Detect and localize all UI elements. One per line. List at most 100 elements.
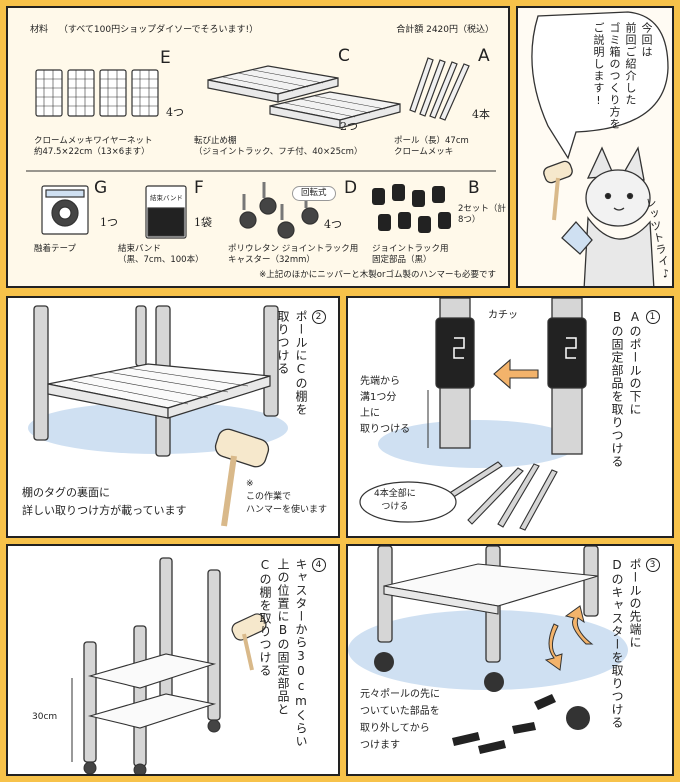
casters-illustration [239, 182, 319, 239]
step4-title-line-3: Cの棚を取りつける [258, 558, 272, 677]
item-d-letter: D [344, 178, 358, 198]
step3-illustration [348, 546, 628, 754]
note-bubble [359, 481, 457, 523]
step4-measure: 30cm [32, 712, 58, 722]
hammer-icon [543, 160, 573, 221]
intro-speech: 今回は 前回ご紹介した ゴミ箱のつくり方を ご説明します! [590, 22, 654, 142]
step1-note-line-3: 上に [360, 408, 380, 419]
item-d-badge: 回転式 [292, 186, 336, 201]
step3-title: 3 ポールの先端に Dのキャスターを取りつける [608, 558, 662, 768]
poles-illustration [409, 57, 470, 121]
step2-title: 2 ポールにCの棚を 取りつける [274, 310, 328, 460]
fox-character [561, 146, 655, 286]
step1-note-line-1: 先端から [360, 376, 400, 387]
item-f-name: 結束バンド [118, 244, 161, 254]
step1-illustration [359, 298, 587, 531]
step3-note: 元々ポールの先に ついていた部品を 取り外してから つけます [360, 686, 440, 754]
loose-poles [447, 461, 558, 531]
item-c-detail: （ジョイントラック、フチ付、40×25cm） [194, 147, 363, 157]
step3-panel: 3 ポールの先端に Dのキャスターを取りつける 元々ポールの先に ついていた部品… [346, 544, 674, 776]
step2-caption-line-1: 棚のタグの裏面に [22, 486, 110, 499]
item-f-detail: （黒、7cm、100本） [118, 255, 204, 265]
intro-speech-line-2: 前回ご紹介した [624, 22, 637, 106]
step2-number: 2 [312, 310, 326, 324]
step1-note: 先端から 溝1つ分 上に 取りつける [360, 374, 410, 438]
item-e-letter: E [160, 48, 171, 68]
step4-title: 4 キャスターから30cmくらい 上の位置にBの固定部品と Cの棚を取りつける [256, 558, 328, 768]
shelf-illustration [207, 65, 401, 129]
item-c-count: 2つ [340, 120, 358, 133]
materials-header-label: 材料 [30, 25, 49, 35]
step2-illustration [28, 305, 288, 527]
item-a-detail: クロームメッキ [394, 147, 454, 157]
item-a-count: 4本 [472, 108, 490, 121]
item-e-name: クロームメッキワイヤーネット [34, 136, 153, 146]
item-f-count: 1袋 [194, 216, 212, 229]
intro-panel: 今回は 前回ご紹介した ゴミ箱のつくり方を ご説明します! レッツトライ♪ [516, 6, 674, 288]
step1-bubble-line-1: 4本全部に [374, 489, 416, 499]
item-d-count: 4つ [324, 218, 342, 231]
arrow-left-icon [493, 358, 539, 390]
step1-note-line-2: 溝1つ分 [360, 392, 397, 403]
item-b-name: ジョイントラック用 [372, 244, 449, 254]
item-e-detail: 約47.5×22cm（13×6ます） [34, 147, 150, 157]
intro-illustration [531, 11, 669, 286]
step2-note-line-3: ハンマーを使います [246, 505, 328, 515]
hammer-icon [214, 428, 270, 527]
step1-panel: 1 Aのポールの下に Bの固定部品を取りつける カチッ 先端から 溝1つ分 上に… [346, 296, 674, 538]
step1-title: 1 Aのポールの下に Bの固定部品を取りつける [608, 310, 662, 520]
total-value: 2420円（税込） [426, 25, 494, 35]
step1-sfx: カチッ [488, 310, 518, 321]
step2-caption: 棚のタグの裏面に 詳しい取りつけ方が載っています [22, 484, 187, 520]
step3-title-line-1: ポールの先端に [628, 558, 642, 649]
materials-header-note: （すべて100円ショップダイソーでそろいます!） [58, 25, 259, 35]
total-price: 合計額 2420円（税込） [396, 24, 494, 36]
item-f-letter: F [194, 178, 204, 198]
item-b-detail: 固定部品（黒） [372, 255, 432, 265]
step3-note-line-1: 元々ポールの先に [360, 689, 440, 700]
item-g-count: 1つ [100, 216, 118, 229]
step3-note-line-4: つけます [360, 740, 400, 751]
step3-title-line-2: Dのキャスターを取りつける [610, 558, 624, 729]
step2-title-line-2: 取りつける [276, 310, 290, 375]
tape-illustration [41, 185, 89, 235]
speech-bubble [531, 11, 669, 160]
step1-bubble: 4本全部に つける [374, 488, 416, 514]
item-g-letter: G [94, 178, 108, 198]
step4-title-line-1: キャスターから30cmくらい [294, 558, 308, 748]
item-d-name: ポリウレタン ジョイントラック用 [228, 244, 359, 254]
step3-note-line-2: ついていた部品を [360, 706, 440, 717]
intro-speech-line-1: 今回は [640, 22, 653, 58]
total-label: 合計額 [396, 25, 424, 35]
materials-panel: 材料 （すべて100円ショップダイソーでそろいます!） 合計額 2420円（税込… [6, 6, 510, 288]
step2-panel: 2 ポールにCの棚を 取りつける 棚のタグの裏面に 詳しい取りつけ方が載っていま… [6, 296, 340, 538]
item-b-count: 2セット（計8つ） [458, 204, 506, 225]
rack-shelves [87, 653, 217, 729]
shelf [383, 563, 599, 615]
step1-number: 1 [646, 310, 660, 324]
step2-note-line-2: この作業で [246, 492, 292, 502]
step3-number: 3 [646, 558, 660, 572]
item-d-detail: キャスター（32mm） [228, 255, 315, 265]
item-e-count: 4つ [166, 106, 184, 119]
item-c-letter: C [338, 46, 350, 66]
step1-title-line-2: Bの固定部品を取りつける [610, 310, 624, 468]
arrow-down-icon [544, 623, 563, 671]
materials-footnote: ※上記のほかにニッパーと木製orゴム製のハンマーも必要です [259, 270, 496, 280]
item-g-name: 融着テープ [34, 244, 76, 254]
casters [83, 719, 221, 774]
step4-title-line-2: 上の位置にBの固定部品と [276, 558, 290, 716]
arrow-up-icon [564, 605, 594, 645]
pole-with-fitting-left [435, 298, 475, 449]
item-a-name: ポール（長）47cm [394, 136, 469, 146]
hammer-icon [231, 613, 267, 671]
step1-note-line-4: 取りつける [360, 424, 411, 435]
step1-bubble-line-2: つける [381, 502, 409, 512]
step2-title-line-1: ポールにCの棚を [294, 310, 308, 416]
item-c-name: 転び止め棚 [194, 136, 237, 146]
item-b-letter: B [468, 178, 480, 198]
step4-number: 4 [312, 558, 326, 572]
step4-illustration [71, 557, 267, 774]
step3-note-line-3: 取り外してから [360, 723, 430, 734]
step2-caption-line-2: 詳しい取りつけ方が載っています [22, 504, 187, 517]
